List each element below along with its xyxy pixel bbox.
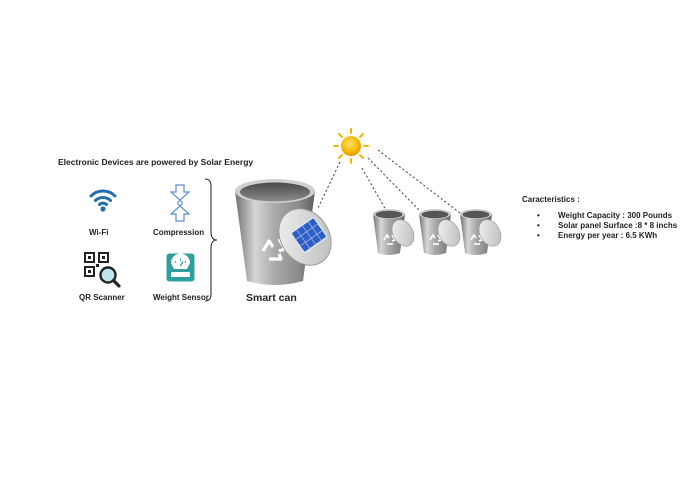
qr-scanner-label: QR Scanner bbox=[79, 293, 125, 302]
smart-can-image bbox=[235, 179, 332, 285]
compression-label: Compression bbox=[153, 228, 205, 237]
small-can-image bbox=[419, 209, 461, 255]
sun-icon bbox=[333, 128, 369, 164]
smart-can-label: Smart can bbox=[246, 292, 297, 304]
characteristics-list: Weight Capacity : 300 Pounds Solar panel… bbox=[537, 211, 677, 241]
weight-sensor-label: Weight Sensor bbox=[153, 293, 209, 302]
weight-scale-icon bbox=[166, 253, 195, 282]
diagram-heading: Electronic Devices are powered by Solar … bbox=[58, 157, 254, 167]
characteristic-weight-capacity: Weight Capacity : 300 Pounds bbox=[537, 211, 677, 221]
wifi-label: Wi-Fi bbox=[89, 228, 109, 237]
characteristic-solar-panel-surface: Solar panel Surface :8 * 8 inchs bbox=[537, 221, 677, 231]
characteristics-title: Caracteristics : bbox=[522, 195, 580, 204]
wifi-icon bbox=[89, 189, 117, 212]
compression-arrows-icon bbox=[169, 184, 191, 222]
small-can-image bbox=[373, 209, 415, 255]
small-can-image bbox=[460, 209, 502, 255]
solar-panel-icon bbox=[290, 217, 328, 253]
characteristic-energy-per-year: Energy per year : 6.5 KWh bbox=[537, 231, 677, 241]
grouping-brace bbox=[204, 178, 218, 302]
qr-scanner-icon bbox=[84, 252, 121, 288]
